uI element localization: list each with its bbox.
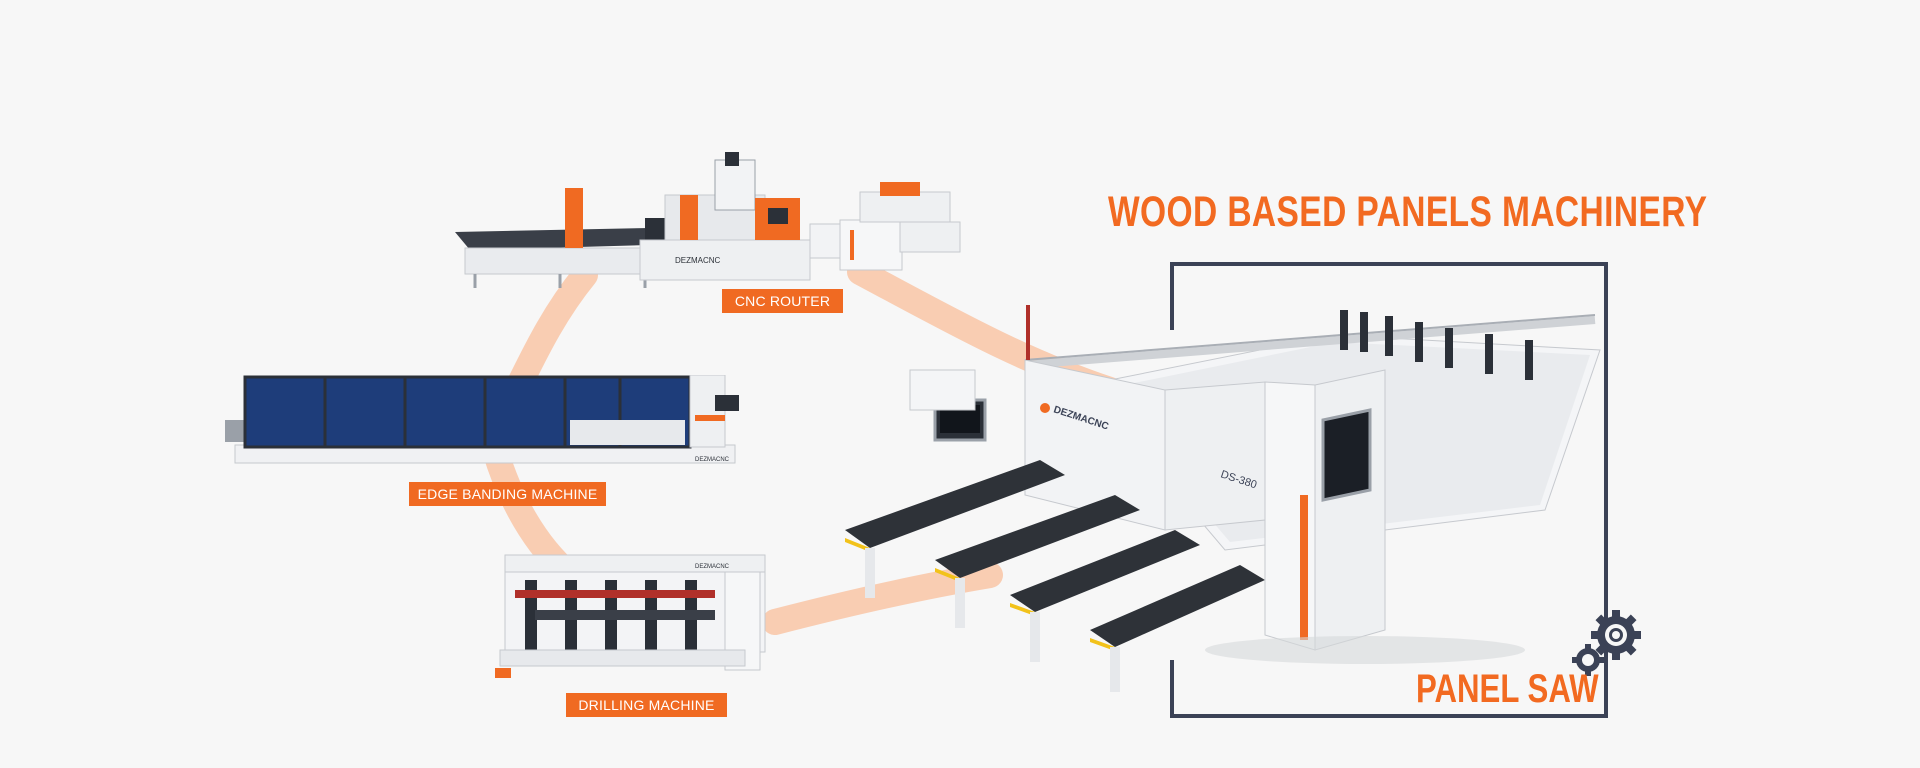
drilling-brand-text: DEZMACNC (695, 564, 730, 570)
frame-bottom-border (1170, 714, 1608, 718)
frame-left-border (1170, 262, 1174, 330)
cnc-router-brand-text: DEZMACNC (675, 256, 721, 265)
drilling-machine-image: DEZMACNC (495, 554, 766, 678)
frame-top-border (1170, 262, 1608, 266)
frame-right-border (1604, 262, 1608, 718)
edge-banding-machine-image: DEZMACNC (225, 375, 739, 464)
flow-band-drilling-to-saw (762, 562, 1003, 635)
edge-banding-label: EDGE BANDING MACHINE (409, 482, 606, 506)
drilling-label: DRILLING MACHINE (566, 693, 727, 717)
featured-machine-title: PANEL SAW (1416, 667, 1599, 711)
frame-left-border-lower (1170, 660, 1174, 718)
gears-icon (1572, 610, 1641, 676)
panel-saw-image: DEZMACNC DS-380 (845, 305, 1601, 692)
cnc-router-image: DEZMACNC (455, 152, 961, 288)
headline: WOOD BASED PANELS MACHINERY (1108, 188, 1708, 236)
edge-banding-brand-text: DEZMACNC (695, 457, 730, 463)
cnc-router-label: CNC ROUTER (722, 289, 843, 313)
